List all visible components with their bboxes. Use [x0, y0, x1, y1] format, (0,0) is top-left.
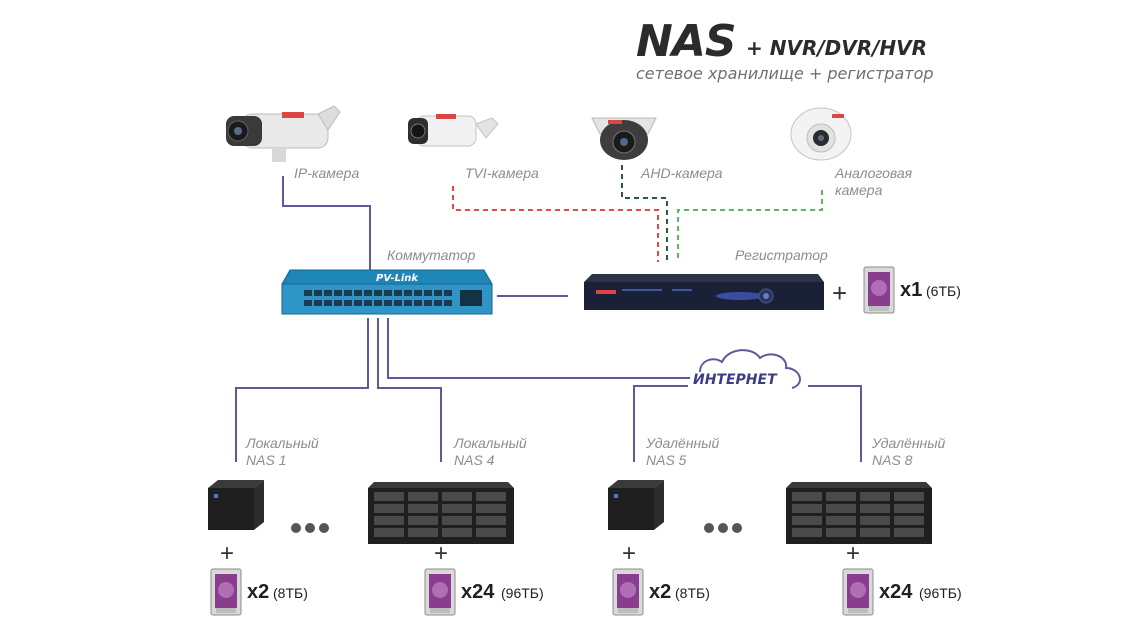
nas8-plus: + [846, 540, 861, 567]
analog-camera-label-2: камера [835, 182, 883, 198]
nas8-label-1: Удалённый [872, 435, 946, 451]
recorder-hdd-capacity: (6ТБ) [926, 283, 961, 299]
ip-camera-label: IP-камера [294, 165, 360, 181]
nas4-hdd-icon [424, 568, 456, 616]
nas1-link [235, 318, 369, 462]
recorder-hdd-icon [863, 266, 895, 314]
ip-camera-icon [226, 105, 341, 162]
nas1-label-2: NAS 1 [246, 452, 287, 468]
nas8-label-2: NAS 8 [872, 452, 913, 468]
nas5-device-icon [608, 480, 664, 530]
nas5-hdd-count: x2 [649, 581, 672, 603]
analog-camera-icon [790, 107, 852, 161]
recorder-label: Регистратор [735, 247, 828, 263]
tvi-camera-icon [408, 114, 499, 147]
nas8-hdd-icon [842, 568, 874, 616]
nas4-device-icon [368, 482, 514, 544]
nas4-label-1: Локальный [454, 435, 527, 451]
switch-label: Коммутатор [387, 247, 476, 263]
nas5-label-1: Удалённый [646, 435, 720, 451]
nas5-label-2: NAS 5 [646, 452, 687, 468]
nas4-plus: + [434, 540, 449, 567]
switch-brand: PV-Link [376, 273, 419, 284]
analog-camera-link [677, 190, 823, 262]
tvi-camera-label: TVI-камера [465, 165, 539, 181]
nas4-label-2: NAS 4 [454, 452, 495, 468]
internet-label: ИНТЕРНЕТ [693, 372, 777, 388]
analog-camera-label-1: Аналоговая [835, 165, 913, 181]
nas1-plus: + [220, 540, 235, 567]
nas1-device-icon [208, 480, 264, 530]
title-subtitle: сетевое хранилище + регистратор [636, 64, 934, 83]
recorder-hdd-count: x1 [900, 279, 923, 301]
nas4-hdd-count: x24 [461, 581, 495, 603]
title-main: NAS [636, 16, 737, 67]
ahd-camera-icon [591, 117, 657, 160]
title-suffix: + NVR/DVR/HVR [746, 36, 928, 60]
internet-link [387, 318, 690, 379]
nas5-hdd-icon [612, 568, 644, 616]
nas1-hdd-icon [210, 568, 242, 616]
nas8-device-icon [786, 482, 932, 544]
nas8-link [808, 385, 862, 462]
ahd-camera-label: AHD-камера [641, 165, 723, 181]
switch-icon: PV-Link [281, 269, 493, 315]
nas-ellipsis-left-icon [291, 523, 329, 533]
nas8-hdd-capacity: (96ТБ) [919, 585, 962, 601]
nas8-hdd-count: x24 [879, 581, 913, 603]
nas4-hdd-capacity: (96ТБ) [501, 585, 544, 601]
nas-ellipsis-right-icon [704, 523, 742, 533]
nas5-link [633, 385, 688, 462]
nas1-hdd-count: x2 [247, 581, 270, 603]
tvi-camera-link [452, 186, 659, 262]
cloud-icon [699, 349, 801, 389]
ahd-camera-link [621, 165, 668, 262]
nas5-hdd-capacity: (8ТБ) [675, 585, 710, 601]
nas1-hdd-capacity: (8ТБ) [273, 585, 308, 601]
nas4-link [377, 318, 442, 462]
ip-camera-link [282, 176, 371, 280]
recorder-plus: + [832, 278, 848, 308]
recorder-icon [584, 274, 824, 310]
nas5-plus: + [622, 540, 637, 567]
nas1-label-1: Локальный [246, 435, 319, 451]
